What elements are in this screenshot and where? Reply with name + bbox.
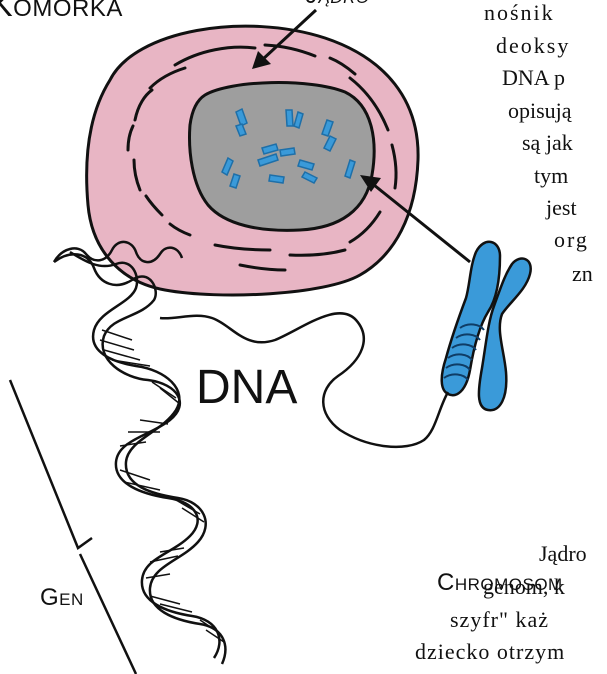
helix-strand-b — [70, 252, 225, 664]
paragraph-top-line-8: org — [554, 228, 589, 252]
paragraph-bottom-line-1: Jądro — [539, 542, 587, 566]
gen-label: Gen — [40, 584, 84, 612]
paragraph-top-line-5: są jak — [522, 131, 573, 155]
paragraph-top-line-9: zn — [572, 262, 593, 286]
paragraph-bottom-line-3: szyfr" każ — [450, 608, 549, 632]
paragraph-bottom-line-2: genom, k — [483, 575, 565, 599]
gen-bracket — [10, 380, 136, 674]
paragraph-top-line-2: deoksy — [496, 34, 570, 58]
komorka-label: Komórka — [0, 0, 123, 25]
jadro-label: Jądro — [306, 0, 370, 10]
paragraph-top-line-7: jest — [546, 196, 577, 220]
paragraph-top-line-4: opisują — [508, 99, 572, 123]
paragraph-top-line-6: tym — [534, 164, 568, 188]
paragraph-top-line-1: nośnik — [484, 1, 555, 25]
paragraph-top-line-3: DNA p — [502, 66, 565, 90]
paragraph-bottom-line-4: dziecko otrzym — [415, 640, 565, 664]
dna-label: DNA — [196, 360, 297, 415]
